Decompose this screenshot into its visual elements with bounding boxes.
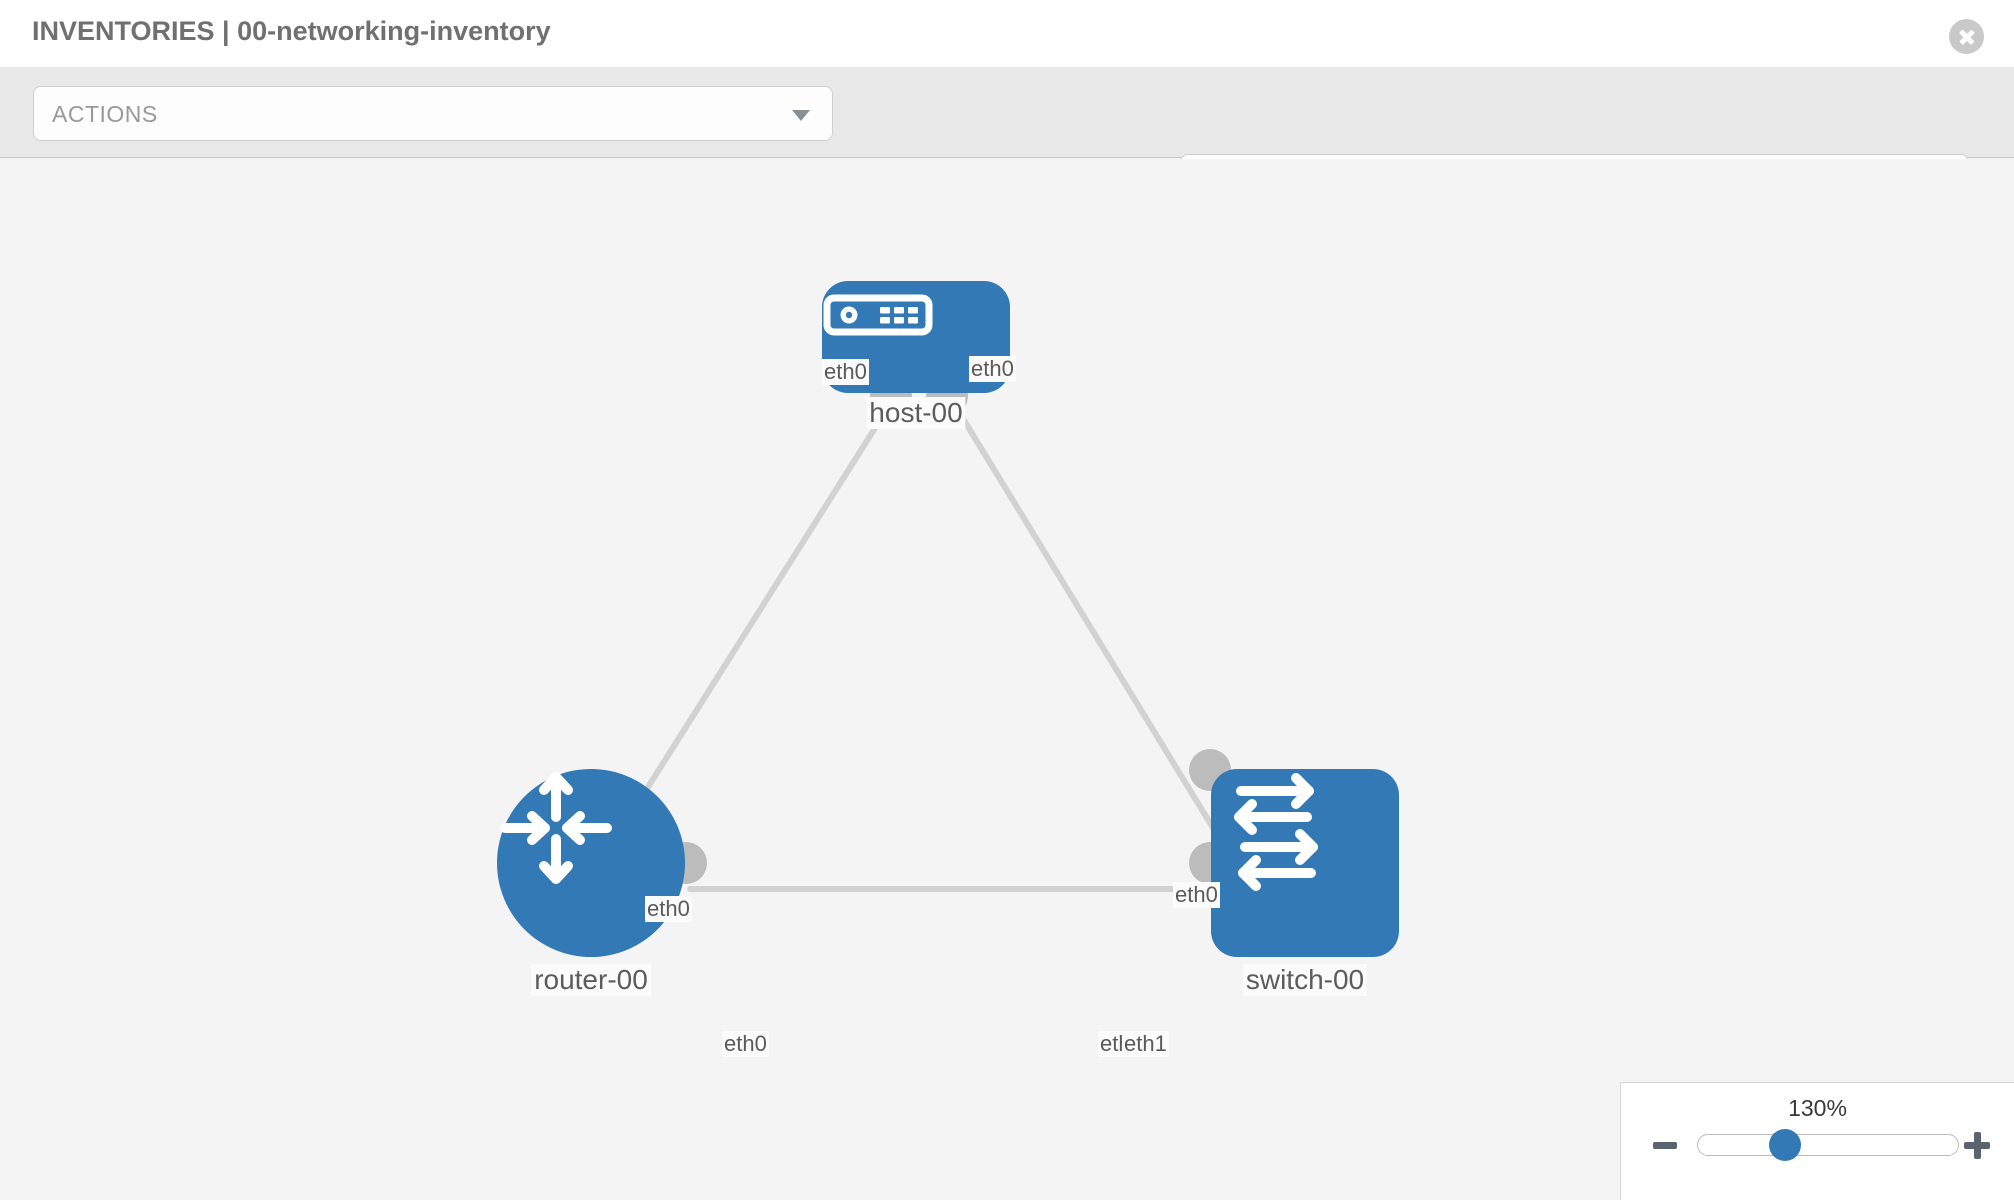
minus-icon [1653, 1142, 1677, 1149]
zoom-level-value: 130% [1788, 1095, 1847, 1121]
node-switch-00[interactable]: switch-00 [1189, 749, 1399, 996]
iface-label-host-left: eth0 [822, 359, 869, 385]
iface-label-host-right: eth0 [969, 356, 1016, 382]
topology-canvas[interactable]: host-00 eth0 eth0 [0, 159, 2014, 1200]
iface-label-router-up: eth0 [645, 896, 692, 922]
page-header: INVENTORIES | 00-networking-inventory [0, 0, 2014, 68]
zoom-control-panel: 130% [1620, 1082, 2014, 1200]
switch-arrows-icon [1234, 773, 1318, 891]
node-label-switch-00: switch-00 [1242, 964, 1368, 996]
router-arrows-icon [500, 772, 612, 884]
chevron-down-icon [792, 109, 810, 121]
node-router-shape [497, 769, 685, 957]
iface-label-switch-left-b: eth1 [1122, 1031, 1169, 1057]
actions-dropdown-label: ACTIONS [52, 101, 158, 127]
zoom-in-button[interactable] [1964, 1131, 1992, 1159]
node-router-00[interactable]: router-00 [497, 769, 707, 996]
iface-label-switch-up: eth0 [1173, 882, 1220, 908]
zoom-out-button[interactable] [1653, 1131, 1681, 1159]
zoom-slider-track[interactable] [1697, 1134, 1959, 1156]
page-title: INVENTORIES | 00-networking-inventory [32, 16, 551, 46]
server-icon [823, 294, 933, 336]
close-icon[interactable] [1949, 19, 1984, 54]
toolbar: ACTIONS SEARCH [0, 68, 2014, 209]
zoom-slider-thumb[interactable] [1769, 1129, 1801, 1161]
plus-icon-vertical [1974, 1132, 1981, 1159]
node-label-router-00: router-00 [531, 964, 651, 996]
link-host-switch [959, 414, 1235, 862]
node-switch-shape [1211, 769, 1399, 957]
iface-label-router-right: eth0 [722, 1031, 769, 1057]
actions-dropdown[interactable]: ACTIONS [33, 86, 833, 141]
node-label-host-00: host-00 [866, 397, 966, 429]
